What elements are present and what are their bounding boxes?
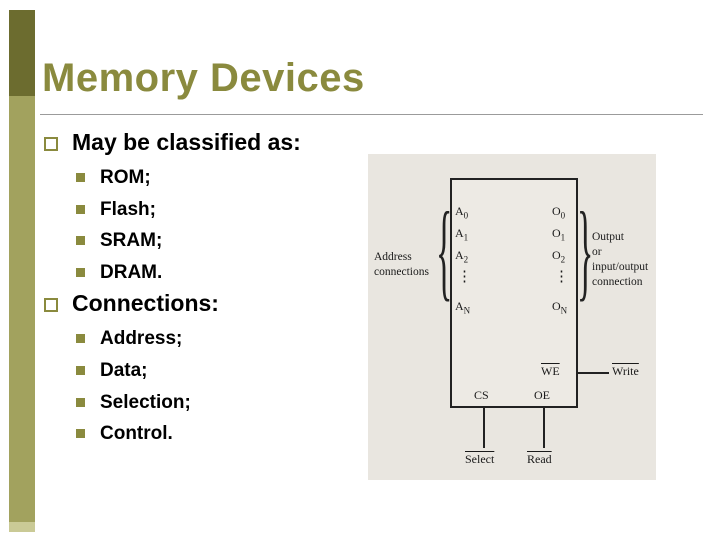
pin-sub: 1	[560, 232, 566, 243]
hollow-square-bullet-icon	[44, 137, 58, 151]
address-brace: {	[436, 194, 453, 313]
filled-square-bullet-icon	[76, 236, 85, 246]
filled-square-bullet-icon	[76, 333, 85, 343]
filled-square-bullet-icon	[76, 429, 85, 439]
chip-outline	[450, 178, 578, 408]
select-label: Select	[465, 452, 495, 466]
filled-square-bullet-icon	[76, 365, 85, 375]
pin-base: O	[552, 226, 561, 240]
memory-diagram: A0 A1 A2 ⋮ AN O0 O1 O2 ⋮ ON { } Address …	[368, 154, 656, 480]
pin-base: A	[455, 299, 464, 313]
output-brace: }	[577, 194, 594, 313]
list-item: DRAM.	[76, 262, 302, 285]
pin-sub: N	[463, 305, 471, 316]
list-item-label: Connections:	[72, 290, 219, 317]
vertical-ellipsis: ⋮	[457, 269, 472, 285]
filled-square-bullet-icon	[76, 397, 85, 407]
pin-label-o2: O2	[552, 249, 565, 264]
we-pin-label: WE	[541, 364, 560, 378]
list-item-label: ROM;	[100, 166, 151, 188]
output-label-line4: connection	[592, 275, 643, 288]
write-label: Write	[612, 364, 639, 378]
list-item-label: Control.	[100, 423, 173, 445]
list-item-label: SRAM;	[100, 230, 163, 252]
pin-base: O	[552, 204, 561, 218]
list-item: Control.	[76, 423, 302, 446]
pin-label-an: AN	[455, 300, 470, 315]
list-item: Data;	[76, 360, 302, 383]
pin-label-a1: A1	[455, 227, 468, 242]
pin-label-a0: A0	[455, 205, 468, 220]
cs-pin-label: CS	[474, 388, 489, 402]
pin-base: O	[552, 299, 561, 313]
address-connections-label: Address connections	[374, 250, 438, 280]
pin-label-o0: O0	[552, 205, 565, 220]
pin-sub: 0	[560, 210, 566, 221]
page-title: Memory Devices	[42, 56, 365, 100]
read-label: Read	[527, 452, 552, 466]
sidebar-accent-top	[9, 10, 35, 96]
pin-sub: 1	[463, 232, 469, 243]
vertical-ellipsis: ⋮	[554, 269, 569, 285]
pin-sub: 2	[560, 254, 566, 265]
pin-label-a2: A2	[455, 249, 468, 264]
list-item-label: DRAM.	[100, 262, 163, 284]
filled-square-bullet-icon	[76, 204, 85, 214]
filled-square-bullet-icon	[76, 268, 85, 278]
pin-label-o1: O1	[552, 227, 565, 242]
list-item: SRAM;	[76, 230, 302, 253]
list-item: ROM;	[76, 167, 302, 190]
oe-pin-label: OE	[534, 388, 550, 402]
list-item-label: Address;	[100, 327, 183, 349]
read-wire	[543, 408, 545, 448]
list-item-label: Data;	[100, 359, 148, 381]
pin-sub: 0	[463, 210, 469, 221]
pin-sub: 2	[463, 254, 469, 265]
we-wire	[578, 372, 609, 374]
output-label-line2: or	[592, 245, 602, 258]
pin-base: O	[552, 248, 561, 262]
address-label-line1: Address	[374, 251, 412, 263]
list-item: Flash;	[76, 199, 302, 222]
output-label-line3: input/output	[592, 260, 649, 273]
sidebar-accent-bar	[9, 10, 35, 532]
hollow-square-bullet-icon	[44, 298, 58, 313]
sidebar-accent-bottom	[9, 522, 35, 532]
list-item-label: May be classified as:	[72, 129, 301, 155]
address-label-line2: connections	[374, 265, 429, 278]
output-connection-label: Output or input/output connection	[592, 230, 654, 290]
output-label-line1: Output	[592, 231, 624, 243]
select-wire	[483, 408, 485, 448]
pin-sub: N	[560, 305, 568, 316]
filled-square-bullet-icon	[76, 172, 85, 182]
list-item-label: Flash;	[100, 198, 156, 220]
pin-label-on: ON	[552, 300, 567, 315]
bullet-list: May be classified as: ROM; Flash; SRAM; …	[42, 124, 302, 446]
list-item: Selection;	[76, 392, 302, 415]
list-item: Connections:	[42, 289, 302, 319]
list-item: Address;	[76, 328, 302, 351]
pin-base: A	[455, 226, 464, 240]
sidebar-accent-mid	[9, 96, 35, 522]
title-underline	[40, 114, 703, 115]
pin-base: A	[455, 204, 464, 218]
list-item-label: Selection;	[100, 391, 191, 413]
list-item: May be classified as:	[42, 128, 302, 158]
pin-base: A	[455, 248, 464, 262]
